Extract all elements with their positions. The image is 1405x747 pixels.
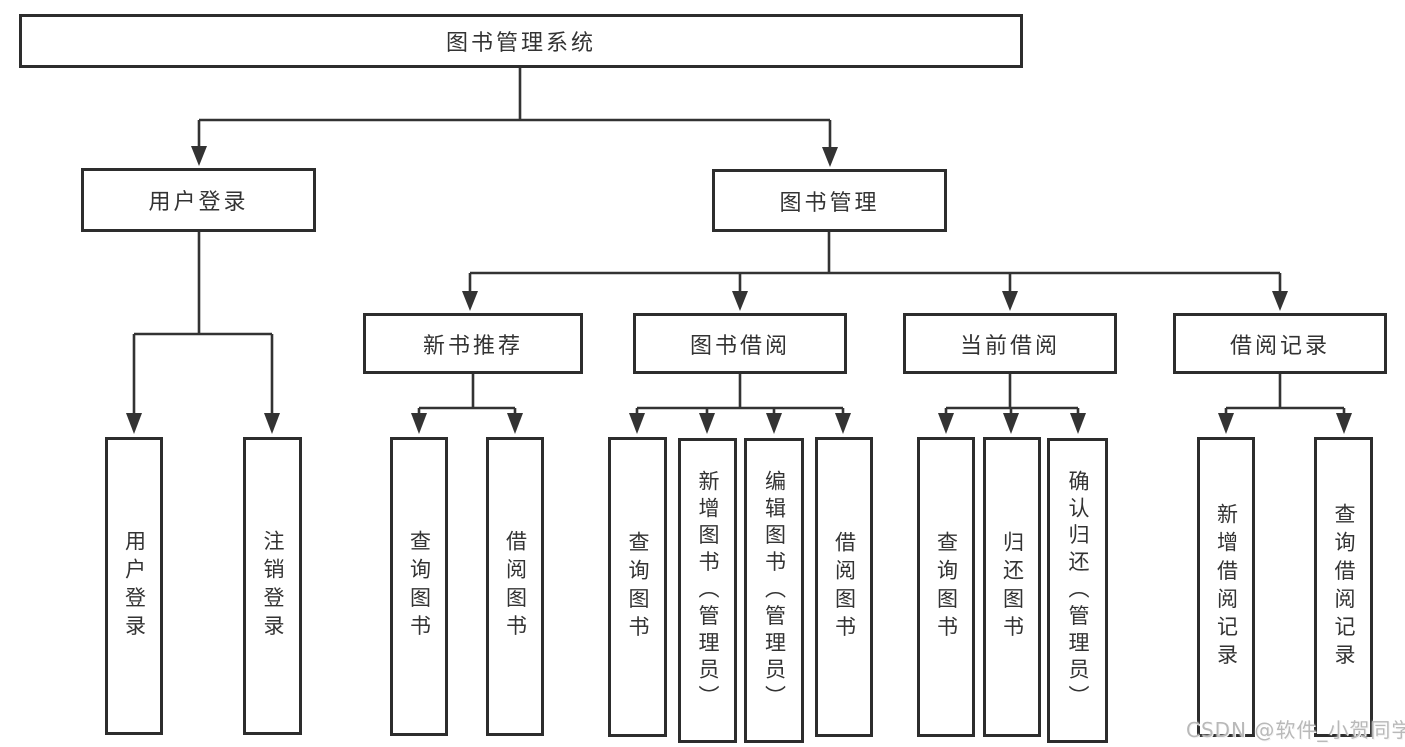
node-current-borrow: 当前借阅 [903, 313, 1117, 374]
leaf-label: 归还图书 [1000, 530, 1025, 644]
leaf-query-books-current: 查询图书 [917, 437, 975, 737]
leaf-add-borrow-record: 新增借阅记录 [1197, 437, 1255, 737]
node-user-login: 用户登录 [81, 168, 316, 232]
node-book-management: 图书管理 [712, 169, 947, 232]
csdn-watermark: CSDN @软件_小贺同学 [1186, 718, 1405, 742]
leaf-label: 借阅图书 [832, 530, 857, 644]
leaf-return-books: 归还图书 [983, 437, 1041, 737]
leaf-label: 查询借阅记录 [1332, 502, 1356, 672]
node-label: 新书推荐 [422, 333, 523, 359]
leaf-query-books-recommend: 查询图书 [390, 437, 448, 736]
leaf-label: 新增图书（管理员） [696, 469, 720, 712]
leaf-label: 确认归还（管理员） [1066, 469, 1090, 712]
leaf-label: 查询图书 [934, 530, 959, 644]
node-new-book-recommend: 新书推荐 [363, 313, 583, 374]
leaf-label: 注销登录 [261, 529, 285, 643]
leaf-borrow-books: 借阅图书 [815, 437, 873, 737]
leaf-add-book-admin: 新增图书（管理员） [678, 438, 737, 743]
node-label: 图书管理系统 [445, 31, 596, 56]
arrowheads [126, 146, 1352, 434]
node-label: 图书借阅 [689, 333, 790, 359]
leaf-edit-book-admin: 编辑图书（管理员） [744, 438, 804, 743]
node-label: 用户登录 [148, 190, 249, 215]
node-book-borrow: 图书借阅 [633, 313, 847, 374]
node-root-system: 图书管理系统 [19, 14, 1023, 68]
node-label: 图书管理 [779, 190, 880, 216]
node-borrow-records: 借阅记录 [1173, 313, 1387, 374]
node-label: 当前借阅 [959, 333, 1060, 359]
leaf-label: 新增借阅记录 [1214, 502, 1239, 672]
node-label: 借阅记录 [1229, 333, 1330, 359]
leaf-label: 编辑图书（管理员） [762, 469, 787, 712]
leaf-user-login: 用户登录 [105, 437, 163, 735]
leaf-label: 查询图书 [626, 530, 650, 644]
leaf-label: 用户登录 [122, 529, 147, 643]
leaf-borrow-books-recommend: 借阅图书 [486, 437, 544, 736]
leaf-logout: 注销登录 [243, 437, 302, 735]
leaf-query-books-borrow: 查询图书 [608, 437, 667, 737]
leaf-label: 查询图书 [407, 530, 432, 643]
leaf-label: 借阅图书 [503, 530, 528, 643]
leaf-confirm-return-admin: 确认归还（管理员） [1047, 438, 1108, 743]
leaf-query-borrow-record: 查询借阅记录 [1314, 437, 1373, 737]
